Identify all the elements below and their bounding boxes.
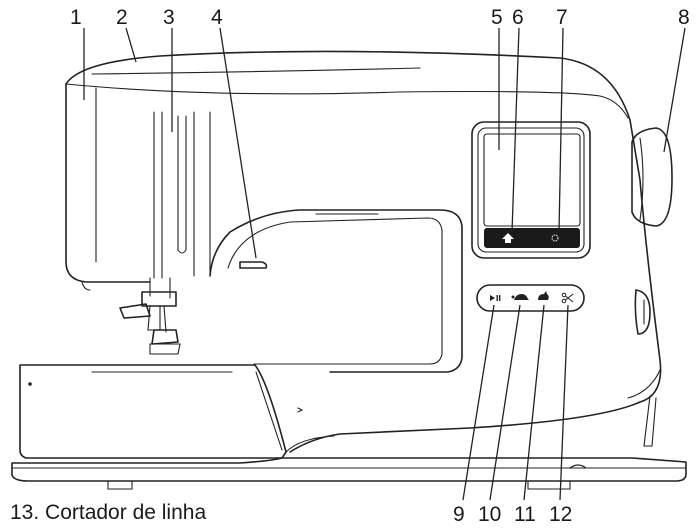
function-button-panel (476, 284, 585, 312)
callout-3: 3 (163, 6, 175, 29)
leader-8 (663, 27, 686, 153)
callout-1: 1 (70, 6, 82, 29)
callout-5: 5 (491, 6, 503, 29)
scissors-icon[interactable] (561, 292, 574, 304)
side-port (634, 289, 651, 335)
callout-11: 11 (514, 503, 536, 526)
home-icon[interactable] (502, 233, 514, 243)
handwheel (631, 127, 673, 227)
leader-2 (125, 27, 137, 63)
play-pause-icon[interactable] (490, 295, 501, 301)
turtle-icon[interactable] (511, 294, 530, 300)
leader-9 (462, 304, 495, 501)
leader-6 (511, 27, 520, 233)
free-arm (19, 364, 304, 459)
callout-2: 2 (116, 6, 128, 29)
callout-10: 10 (478, 503, 501, 526)
leader-7 (558, 27, 564, 233)
callout-4: 4 (211, 6, 223, 29)
callout-8: 8 (678, 6, 690, 29)
touch-screen[interactable] (471, 121, 591, 259)
callout-12: 12 (549, 503, 572, 526)
machine-body (65, 50, 662, 453)
machine-base (11, 457, 687, 490)
leader-lines (83, 27, 686, 501)
callout-numbers: 1 2 3 4 5 6 7 8 9 10 11 12 (70, 6, 690, 526)
leader-11 (523, 304, 545, 501)
callout-7: 7 (556, 6, 568, 29)
needle-assembly (119, 277, 181, 355)
leader-12 (559, 304, 569, 501)
caption-thread-cutter: 13. Cortador de linha (10, 501, 207, 524)
callout-9: 9 (453, 503, 465, 526)
rabbit-icon[interactable] (538, 291, 549, 300)
callout-6: 6 (512, 6, 524, 29)
settings-dot-icon[interactable] (551, 234, 559, 242)
leader-10 (489, 304, 521, 501)
leader-4 (219, 27, 257, 259)
